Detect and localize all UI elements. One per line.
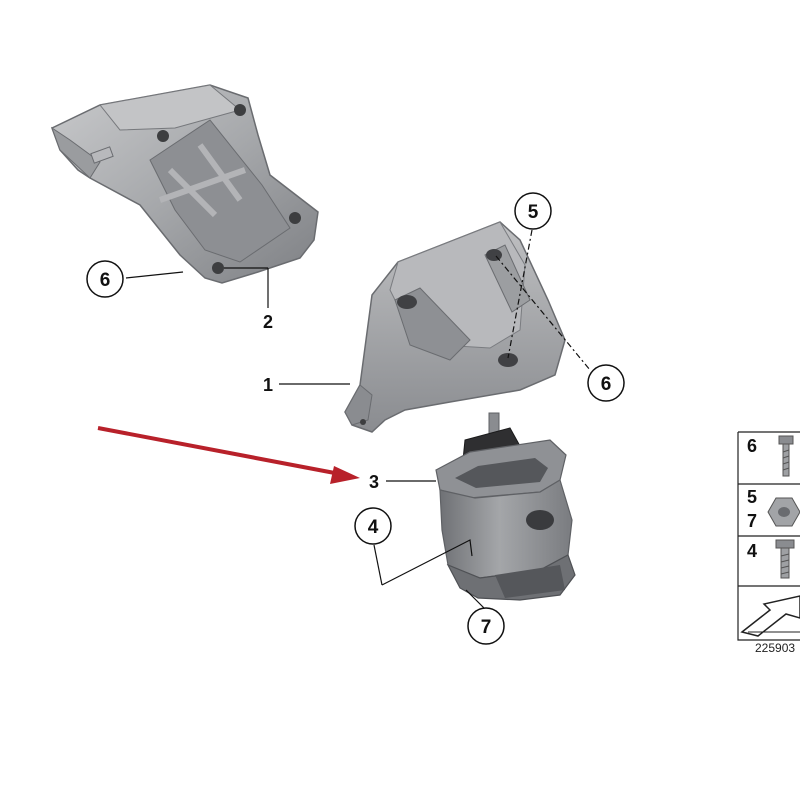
callout-6-left: 6 — [86, 260, 124, 298]
callout-2-label: 2 — [263, 312, 273, 332]
bracket-part-1 — [344, 221, 566, 433]
callout-6-right: 6 — [587, 364, 625, 402]
leader-lines — [125, 229, 591, 611]
bracket-part-2 — [51, 84, 319, 284]
legend-row1-label: 6 — [747, 436, 757, 456]
legend-row2-label-b: 7 — [747, 511, 757, 531]
flange-bolt-icon — [775, 539, 795, 579]
callout-3-label: 3 — [369, 472, 379, 492]
bolt-icon — [778, 435, 794, 477]
legend-row3-label: 4 — [747, 541, 757, 561]
engine-mount-part-3 — [435, 412, 576, 601]
callout-6-left-label: 6 — [100, 270, 111, 291]
diagram-number: 225903 — [755, 641, 795, 655]
callout-5-label: 5 — [528, 202, 539, 223]
callout-7-label: 7 — [481, 617, 492, 638]
callout-6-right-label: 6 — [601, 374, 612, 395]
callout-5: 5 — [514, 192, 552, 230]
nut-icon — [767, 497, 800, 527]
legend-row2-label-a: 5 — [747, 487, 757, 507]
fastener-legend: 6 5 7 4 225903 — [737, 431, 800, 655]
callout-4: 4 — [354, 507, 392, 545]
callout-7: 7 — [467, 607, 505, 645]
callout-1-label: 1 — [263, 375, 273, 395]
callout-4-label: 4 — [368, 517, 379, 538]
direction-arrow-icon — [740, 595, 800, 637]
red-pointer-arrow — [97, 426, 360, 484]
